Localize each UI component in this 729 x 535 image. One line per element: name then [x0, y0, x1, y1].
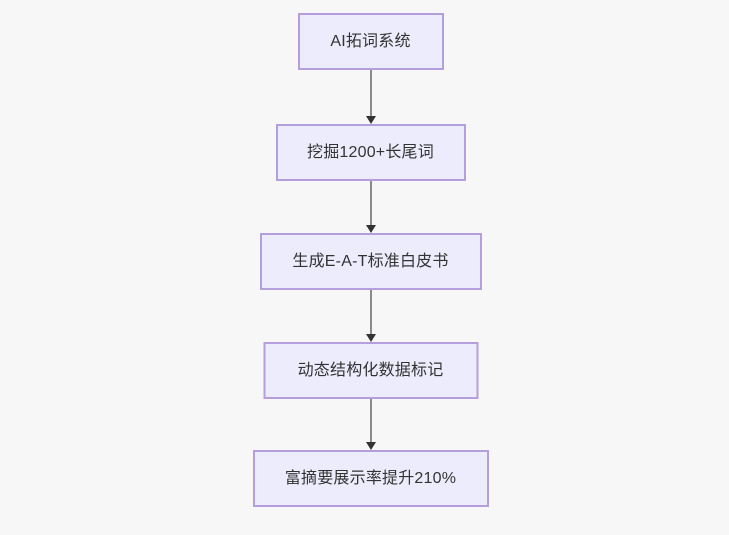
edge-3-line [369, 290, 372, 334]
flowchart-node-3[interactable]: 生成E-A-T标准白皮书 [259, 233, 482, 290]
flowchart-node-4[interactable]: 动态结构化数据标记 [263, 342, 478, 399]
flowchart-node-5[interactable]: 富摘要展示率提升210% [252, 450, 489, 507]
flowchart-node-1-label: AI拓词系统 [330, 32, 411, 50]
arrow-down-icon [365, 116, 376, 124]
flowchart-node-2[interactable]: 挖掘1200+长尾词 [275, 124, 466, 181]
flowchart-node-5-label: 富摘要展示率提升210% [284, 469, 457, 487]
arrow-down-icon [365, 334, 376, 342]
arrow-down-icon [365, 225, 376, 233]
flowchart-node-4-label: 动态结构化数据标记 [297, 361, 444, 379]
flowchart-node-3-label: 生成E-A-T标准白皮书 [292, 252, 449, 270]
flowchart-node-2-label: 挖掘1200+长尾词 [307, 143, 434, 161]
edge-4-line [369, 399, 372, 442]
arrow-down-icon [365, 442, 376, 450]
flowchart-edge-4 [364, 399, 378, 450]
flowchart-edge-1 [364, 70, 378, 124]
flowchart-edge-3 [364, 290, 378, 342]
edge-1-line [369, 70, 372, 116]
edge-2-line [369, 181, 372, 225]
flowchart-edge-2 [364, 181, 378, 233]
flowchart-node-1[interactable]: AI拓词系统 [297, 13, 444, 70]
